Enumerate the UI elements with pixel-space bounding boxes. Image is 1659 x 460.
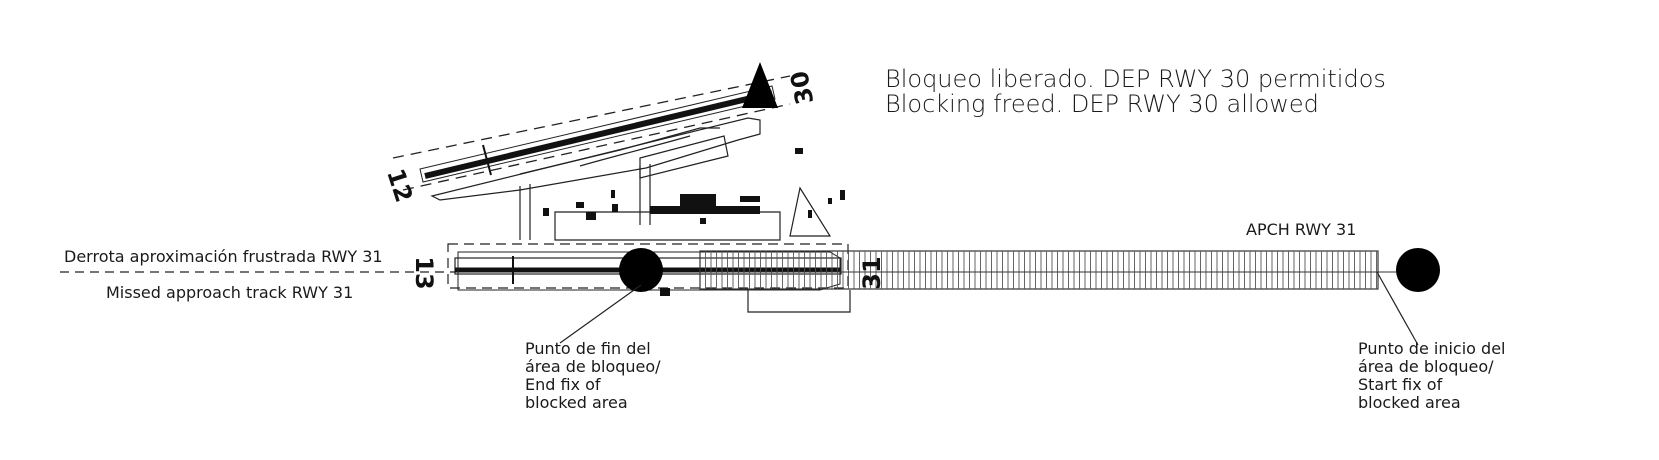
runway-designator-31: 31 — [858, 256, 886, 289]
missed-approach-label-es: Derrota aproximación frustrada RWY 31 — [64, 247, 383, 266]
upper-taxiways — [430, 117, 832, 241]
start-fix-leader — [1376, 271, 1419, 346]
end-fix-label-2: área de bloqueo/ — [525, 357, 661, 376]
end-fix-point — [619, 248, 663, 292]
missed-approach-label-en: Missed approach track RWY 31 — [106, 283, 353, 302]
runway-designator-30: 30 — [785, 68, 819, 106]
runway-12-30 — [392, 62, 791, 191]
start-fix-label-1: Punto de inicio del — [1358, 339, 1505, 358]
start-fix-label-2: área de bloqueo/ — [1358, 357, 1494, 376]
runway-13-31-taxiway-loops — [457, 251, 841, 291]
end-fix-label-4: blocked area — [525, 393, 628, 412]
runway-12-30-outline — [419, 85, 776, 183]
notice-line-es: Bloqueo liberado. DEP RWY 30 permitidos — [885, 65, 1386, 93]
notice-line-en: Blocking freed. DEP RWY 30 allowed — [885, 90, 1319, 118]
runway-12-30-strip-lower — [402, 103, 791, 191]
start-fix-label-4: blocked area — [1358, 393, 1461, 412]
terminal-buildings — [543, 148, 845, 224]
start-fix-label-3: Start fix of — [1358, 375, 1443, 394]
runway-12-30-threshold-bar — [482, 144, 492, 176]
runway-designator-12: 12 — [381, 165, 418, 205]
blocked-area-outline — [699, 250, 1379, 290]
end-fix-leader — [559, 284, 642, 344]
blocked-area-hatching — [705, 251, 1377, 289]
runway-12-30-pavement — [424, 90, 773, 179]
runway-12-30-strip-upper — [392, 75, 791, 159]
runway-designator-13: 13 — [410, 256, 438, 289]
departure-triangle-icon — [742, 62, 778, 108]
end-fix-label-1: Punto de fin del — [525, 339, 651, 358]
blocked-area — [699, 250, 1440, 290]
end-fix-label-3: End fix of — [525, 375, 601, 394]
approach-label: APCH RWY 31 — [1246, 220, 1356, 239]
start-fix-point — [1396, 248, 1440, 292]
